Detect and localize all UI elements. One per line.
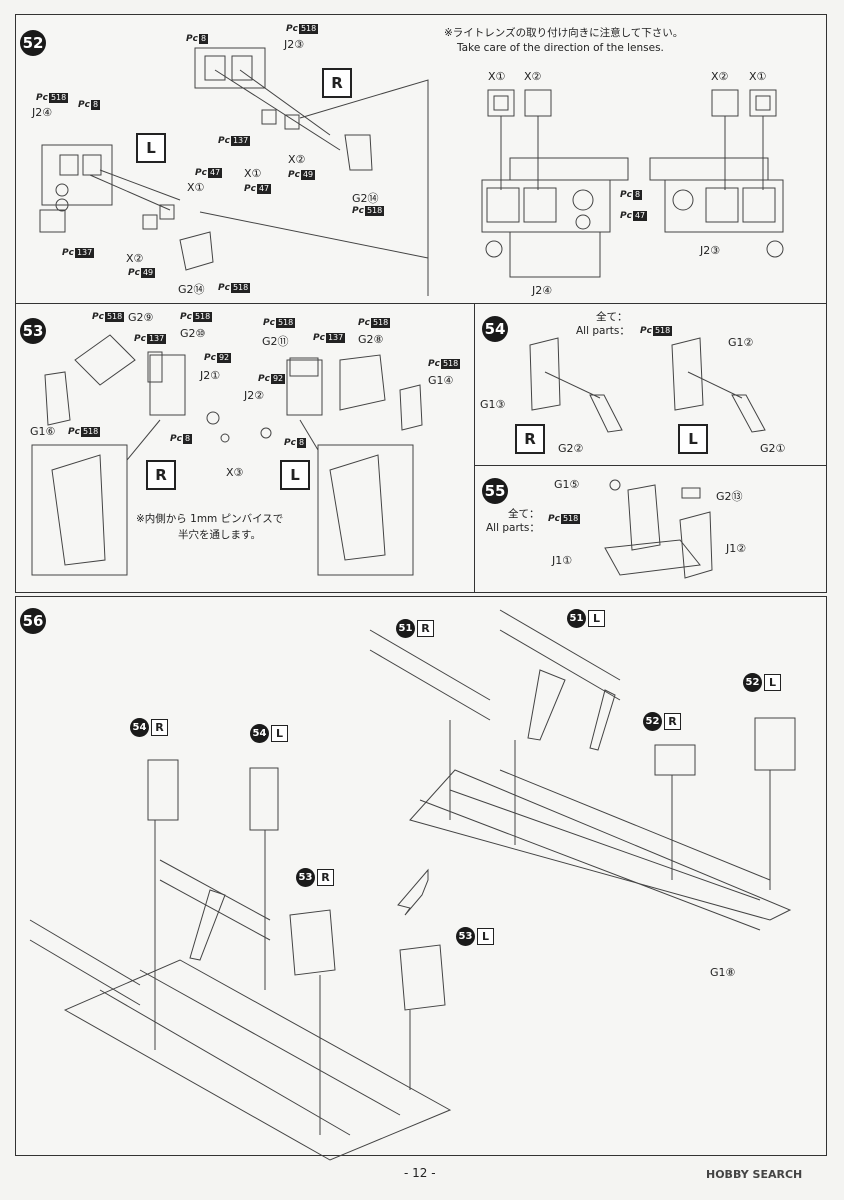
step-52-inset-x1-left: X① [488, 70, 506, 83]
step-54-all-jp: 全て： [596, 311, 628, 323]
step-53-number: 53 [20, 318, 46, 344]
step-52-side-l: L [136, 133, 166, 163]
step-53-g2-8: G2⑧ [358, 333, 384, 346]
step-55-j1-1: J1① [552, 554, 573, 567]
step-52-x1b: X① [244, 167, 262, 180]
step-53-side-l: L [280, 460, 310, 490]
step-52-inset-x2-left: X② [524, 70, 542, 83]
step-52-number: 52 [20, 30, 46, 56]
step-52-x1: X① [187, 181, 205, 194]
step-55-all-jp: 全て： [508, 508, 540, 520]
step-53-panel [15, 303, 475, 593]
step-53-x3: X③ [226, 466, 244, 479]
step-52-inset-j2-3: J2③ [700, 244, 721, 257]
step-56-number: 56 [20, 608, 46, 634]
step-52-g2-14: G2⑭ [178, 283, 205, 296]
step-53-note-1: ※内側から 1mm ピンバイスで [136, 513, 284, 525]
step-54-g1-3: G1③ [480, 398, 506, 411]
step-54-all-en: All parts： [576, 325, 630, 337]
step-53-g2-9: G2⑨ [128, 311, 154, 324]
step-52-inset-x1-right: X① [749, 70, 767, 83]
step-52-side-r: R [322, 68, 352, 98]
step-53-j2-1: J2① [200, 369, 221, 382]
step-53-note-2: 半穴を通します。 [178, 529, 261, 541]
step-56-g1-8: G1⑧ [710, 966, 736, 979]
step-54-g2-1: G2① [760, 442, 786, 455]
step-54-g1-2: G1② [728, 336, 754, 349]
step-53-g1-4: G1④ [428, 374, 454, 387]
step-55-number: 55 [482, 478, 508, 504]
step-53-g2-11: G2⑪ [262, 335, 289, 348]
step-55-j1-2: J1② [726, 542, 747, 555]
step-52-note-jp: ※ライトレンズの取り付け向きに注意して下さい。 [444, 27, 684, 39]
step-54-side-r: R [515, 424, 545, 454]
step-52-inset-x2-right: X② [711, 70, 729, 83]
watermark: HOBBY SEARCH [706, 1168, 803, 1181]
step-53-g1-6: G1⑥ [30, 425, 56, 438]
step-54-number: 54 [482, 316, 508, 342]
step-55-g2-13: G2⑬ [716, 490, 743, 503]
step-53-j2-2: J2② [244, 389, 265, 402]
step-55-all-en: All parts： [486, 522, 540, 534]
page-number: - 12 - [404, 1166, 436, 1180]
step-53-g2-10: G2⑩ [180, 327, 206, 340]
step-52-x2b: X② [288, 153, 306, 166]
step-52-x2: X② [126, 252, 144, 265]
step-53-side-r: R [146, 460, 176, 490]
step-54-g2-2: G2② [558, 442, 584, 455]
step-54-side-l: L [678, 424, 708, 454]
step-52-inset-j2-4: J2④ [532, 284, 553, 297]
step-52-note-en: Take care of the direction of the lenses… [457, 42, 664, 54]
step-52-g2-14b: G2⑭ [352, 192, 379, 205]
step-55-g1-5: G1⑤ [554, 478, 580, 491]
step-52-j2-4: J2④ [32, 106, 53, 119]
step-52-j2-3: J2③ [284, 38, 305, 51]
